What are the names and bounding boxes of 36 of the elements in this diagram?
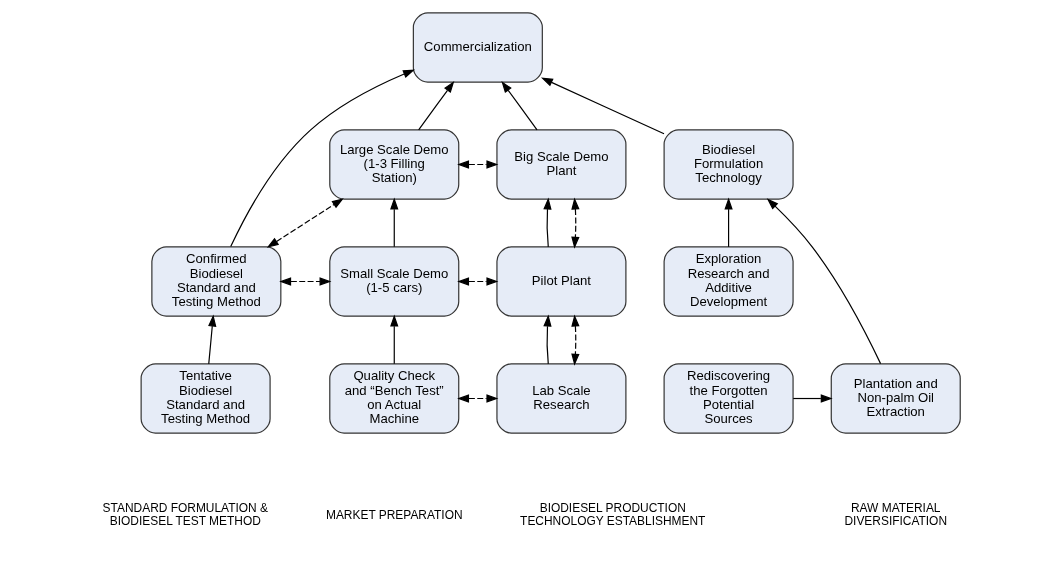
label: MARKET PREPARATION [325,507,463,522]
label: STANDARD FORMULATION & BIODIESEL TEST METHOD [102,500,268,529]
arrow [418,80,455,131]
arrow [457,277,499,286]
node-box: Large Scale Demo (1-3 Filling Station) [329,129,460,200]
arrow [571,314,580,366]
arrow [230,69,415,248]
node-box: Confirmed Biodiesel Standard and Testing Method [151,246,282,317]
arrow [457,160,499,169]
label: BIODIESEL PRODUCTION TECHNOLOGY ESTABLISHMENT [520,500,706,529]
arrow [792,394,833,403]
arrow [279,277,332,286]
arrow [501,80,538,131]
node-box: Biodiesel Formulation Technology [663,129,794,200]
node-box: Pilot Plant [496,246,627,317]
arrow [266,198,344,248]
arrow [724,197,733,248]
arrow [541,77,665,135]
arrow [208,314,217,365]
arrow [543,314,552,365]
node-box: Small Scale Demo (1-5 cars) [329,246,460,317]
node-box: Plantation and Non-palm Oil Extraction [830,363,961,434]
node-box: Rediscovering the Forgotten Potential Sources [663,363,794,434]
node-box: Big Scale Demo Plant [496,129,627,200]
node-box: Commercialization [412,12,543,83]
arrow [571,197,580,249]
arrow [543,197,552,248]
arrow [766,198,882,365]
node-box: Tentative Biodiesel Standard and Testing Method [140,363,271,434]
arrow [390,197,399,248]
arrow [390,314,399,365]
node-box: Exploration Research and Additive Development [663,246,794,317]
label: RAW MATERIAL DIVERSIFICATION [844,500,948,529]
node-box: Quality Check and “Bench Test” on Actual Machine [329,363,460,434]
arrow [457,394,499,403]
node-box: Lab Scale Research [496,363,627,434]
